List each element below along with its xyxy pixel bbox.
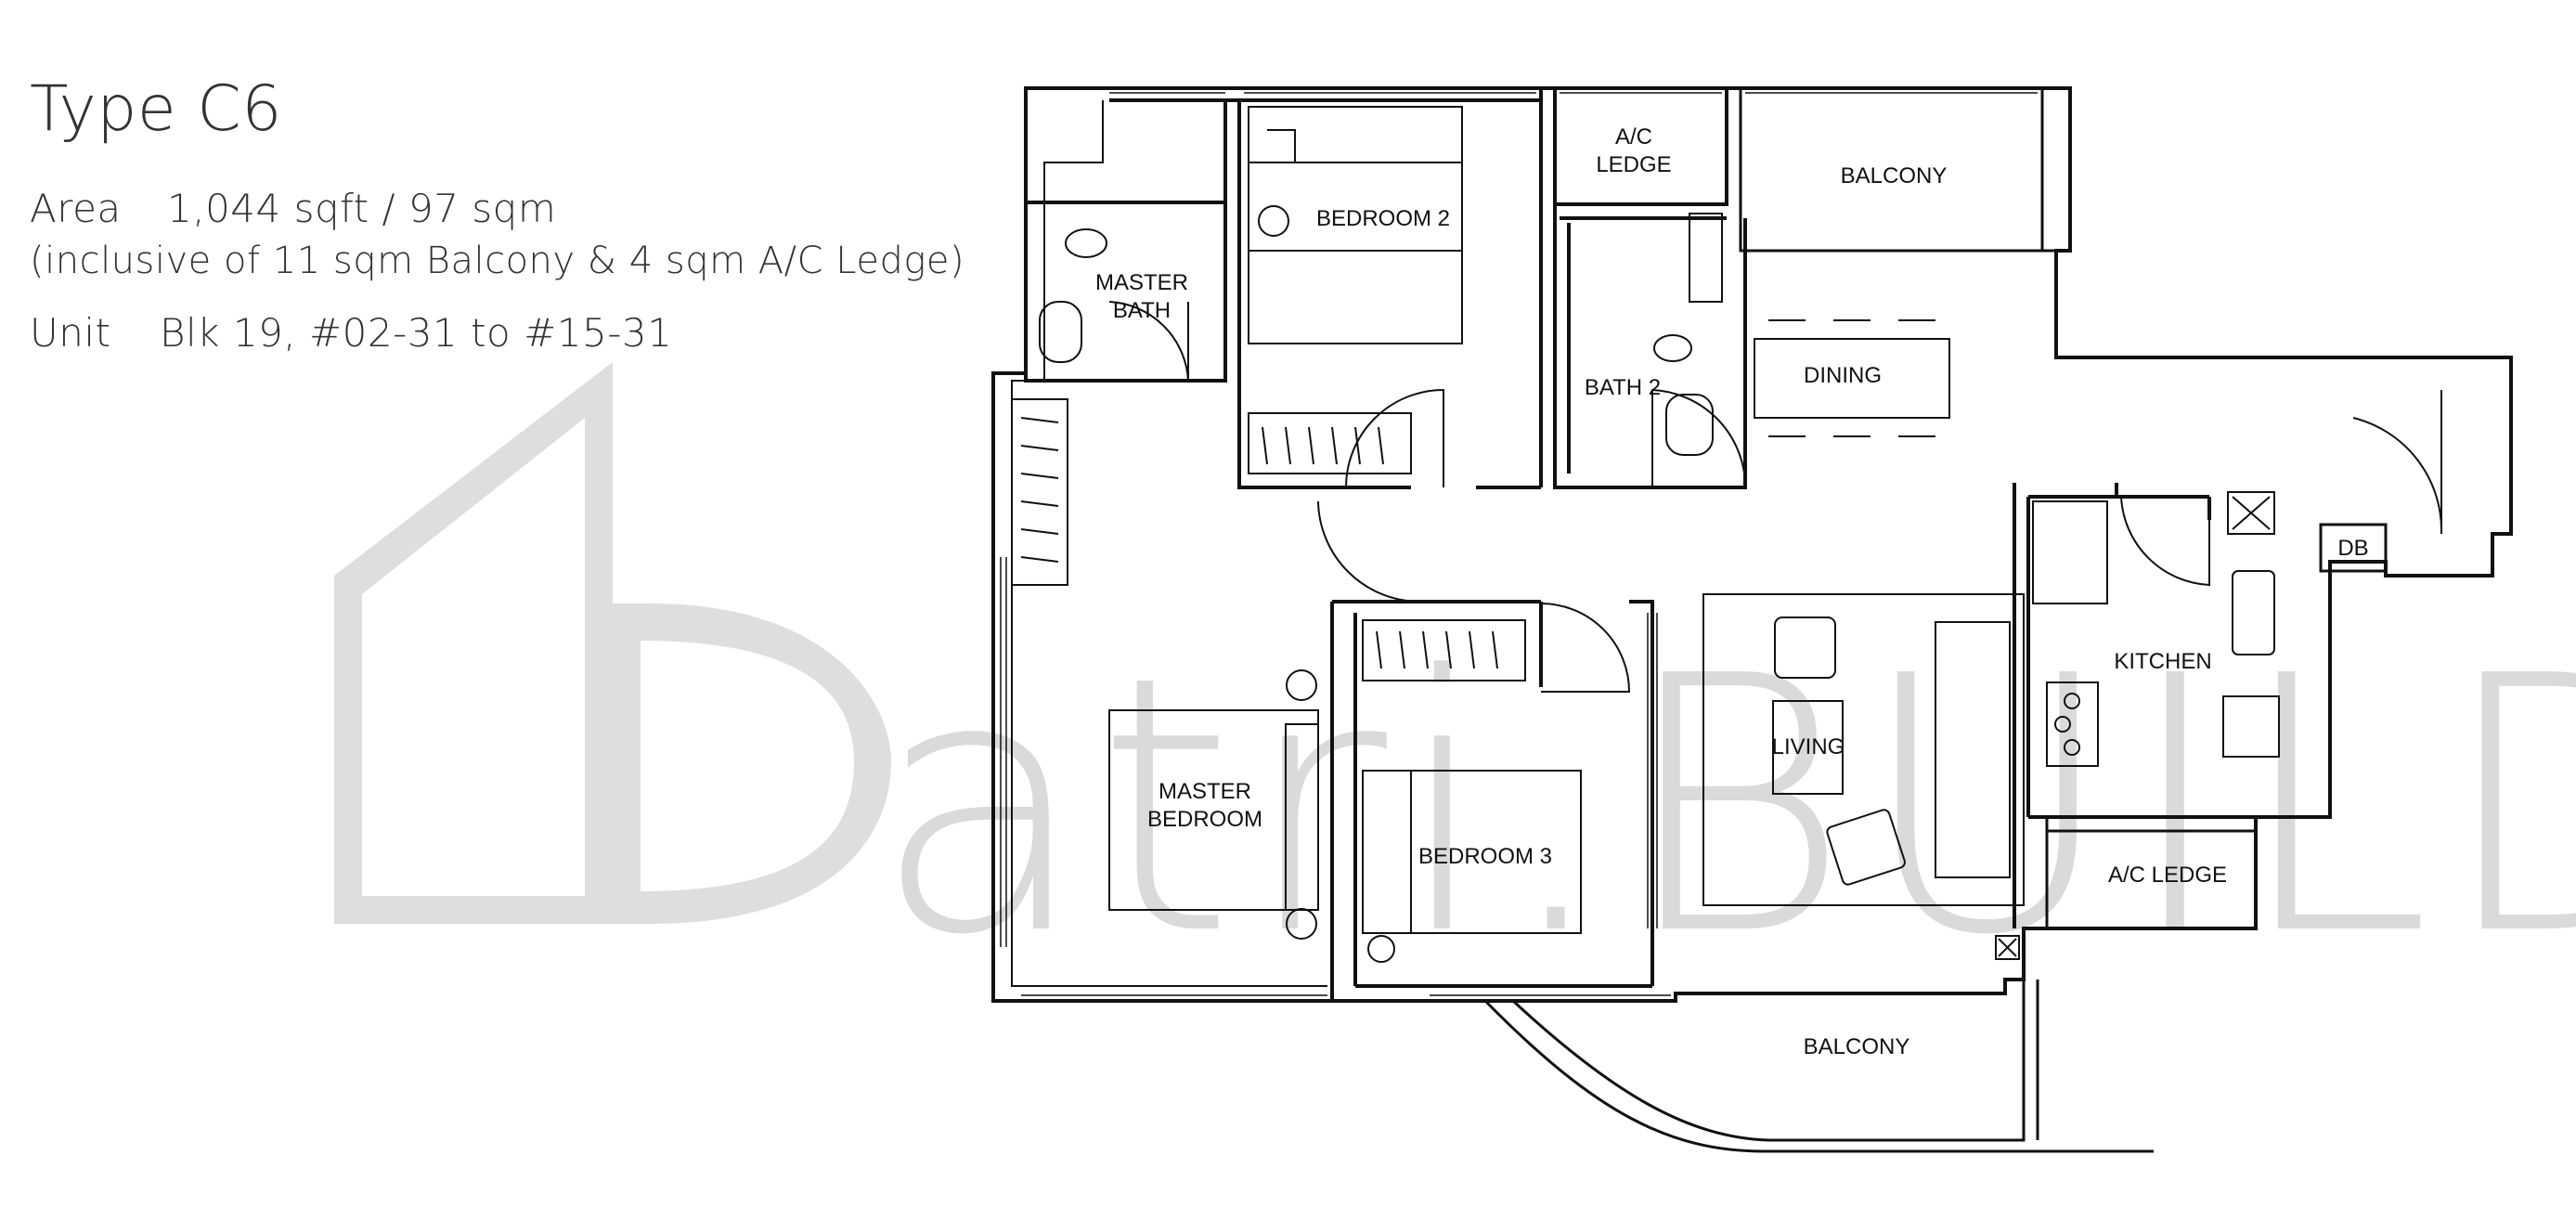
bathtub-master-bath-icon [1039, 301, 1082, 363]
bath2-wall [1553, 218, 1747, 489]
ac-ledge-wall [1555, 88, 1728, 220]
basin-bath2-icon [1665, 394, 1714, 456]
label-master-bedroom-2: BEDROOM [1147, 807, 1262, 832]
door-swing-bedroom3 [1540, 603, 1631, 693]
balcony-bottom-railing [1483, 980, 2154, 1153]
dining-chairs-icon [1768, 319, 1935, 437]
door-swing-master-bath [1108, 301, 1189, 382]
wardrobe-bedroom3 [1362, 619, 1526, 681]
window-left [1000, 557, 1007, 947]
wardrobe-bedroom2 [1248, 412, 1412, 474]
label-living: LIVING [1772, 734, 1845, 759]
door-swing-bedroom2 [1345, 388, 1444, 488]
wardrobe-bedroom3-hangers-icon [1376, 630, 1498, 669]
unit-value: Blk 19, #02-31 to #15-31 [160, 310, 673, 356]
ottoman [1774, 616, 1836, 679]
kitchen-counter [2032, 500, 2108, 604]
db-box [2319, 523, 2388, 573]
bed-bedroom2 [1248, 106, 1463, 344]
service-box-icon [1995, 935, 2020, 960]
label-balcony-top: BALCONY [1841, 163, 1948, 188]
sofa [1935, 621, 2011, 878]
label-master-bath-1: MASTER [1095, 270, 1188, 295]
bedroom3-wall [1330, 600, 1654, 1001]
label-bedroom-3: BEDROOM 3 [1418, 844, 1552, 869]
burner-2-icon [2054, 716, 2071, 733]
ac-ledge-right-wall [2045, 817, 2256, 928]
label-kitchen: KITCHEN [2114, 649, 2211, 674]
burner-3-icon [2064, 739, 2080, 756]
window-living [1647, 613, 1658, 928]
bed-bedroom3 [1362, 770, 1582, 934]
wardrobe-master-hangers-icon [1020, 417, 1059, 563]
unit-type-title: Type C6 [30, 72, 283, 146]
outer-wall [991, 86, 2513, 1003]
label-ac-ledge-top-2: LEDGE [1596, 152, 1671, 177]
master-lamp-bottom-icon [1286, 908, 1317, 940]
watermark: atri.BUILD [334, 362, 2576, 1012]
service-box-cross-icon [1998, 938, 2017, 957]
hood-cross-icon [2232, 496, 2271, 530]
label-ac-ledge-right: A/C LEDGE [2108, 863, 2227, 888]
bed-bedroom2-detail [1249, 129, 1462, 252]
hob-icon [2046, 681, 2099, 767]
dining-table [1754, 338, 1950, 419]
burner-1-icon [2064, 693, 2080, 709]
area-line: Area 1,044 sqft / 97 sqm [30, 186, 556, 231]
label-bedroom-2: BEDROOM 2 [1316, 206, 1450, 231]
wardrobe-master [1011, 398, 1068, 586]
label-master-bath-2: BATH [1113, 298, 1171, 323]
bedroom3-lamp-icon [1367, 935, 1395, 963]
master-lamp-top-icon [1286, 669, 1317, 701]
tv-console [1702, 593, 2025, 906]
toilet-master-bath-icon [1065, 228, 1107, 258]
watermark-logo-icon [334, 362, 891, 924]
wardrobe-hangers-icon [1262, 426, 1384, 465]
label-balcony-bottom: BALCONY [1804, 1034, 1910, 1059]
door-swing-entrance [2352, 390, 2443, 535]
door-swing-bath2 [1651, 388, 1746, 487]
door-swing-kitchen [2120, 496, 2210, 587]
label-bath-2: BATH 2 [1585, 375, 1661, 400]
label-dining: DINING [1804, 363, 1882, 388]
area-value: 1,044 sqft / 97 sqm [167, 186, 557, 231]
toilet-bath2-icon [1653, 334, 1692, 362]
label-master-bedroom-1: MASTER [1159, 779, 1251, 804]
sink-icon [2232, 570, 2275, 655]
bedside-lamp-icon [1258, 205, 1289, 237]
balcony-top-wall [1739, 88, 2056, 253]
label-db: DB [2337, 536, 2368, 561]
shower-bath2-icon [1689, 213, 1723, 303]
coffee-table [1772, 700, 1844, 795]
hood-icon [2227, 491, 2275, 535]
unit-label: Unit [30, 310, 111, 356]
master-bath-wall [1024, 98, 1227, 383]
inclusive-note: (inclusive of 11 sqm Balcony & 4 sqm A/C… [30, 240, 965, 282]
armchair [1826, 809, 1906, 886]
bedroom2-wall [1225, 88, 1557, 489]
door-swing-corridor [1317, 500, 1421, 603]
area-label: Area [30, 186, 122, 231]
kitchen-wall [2013, 483, 2265, 928]
watermark-text: atri.BUILD [873, 601, 2576, 1012]
label-ac-ledge-top-1: A/C [1615, 124, 1652, 149]
unit-line: Unit Blk 19, #02-31 to #15-31 [30, 310, 672, 356]
fridge-icon [2222, 695, 2280, 758]
